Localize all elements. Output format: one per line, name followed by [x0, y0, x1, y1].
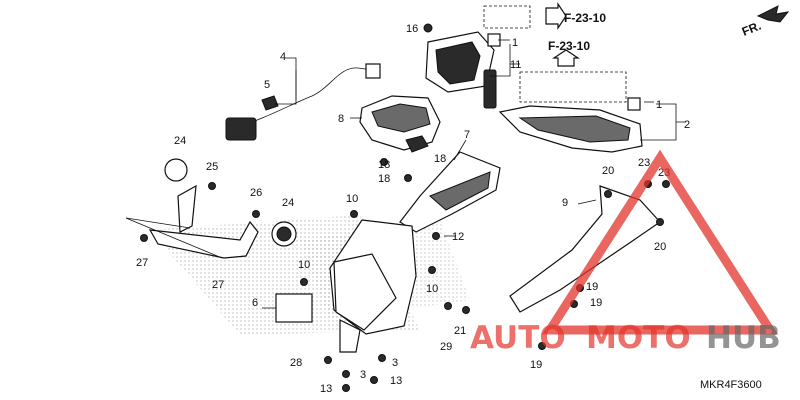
part-license-bracket	[275, 219, 417, 353]
watermark-text-auto: AUTO	[470, 320, 566, 356]
part-reflector-bracket	[148, 158, 297, 259]
callout-4: 4	[280, 51, 286, 63]
part-side-stay	[509, 185, 661, 313]
callout-12: 12	[452, 231, 464, 243]
part-tail-cover	[359, 95, 441, 153]
callout-8: 8	[338, 113, 344, 125]
callout-labels: 4 5 8 7 16 1 11 1 2 18 18 18 24 25 26 24…	[136, 23, 762, 395]
part-turn-signal-unit	[498, 97, 643, 153]
section-ref-lower: F-23-10	[548, 39, 590, 53]
callout-18-b: 18	[378, 159, 390, 171]
callout-25: 27	[212, 279, 224, 291]
front-direction-arrow-icon	[756, 5, 790, 23]
callout-1-right: 1	[656, 99, 662, 111]
callout-20-a: 20	[602, 165, 614, 177]
callout-27-top: 25	[206, 161, 218, 173]
callout-1-upper: 1	[512, 37, 518, 49]
callout-10-b: 10	[298, 259, 310, 271]
callout-2: 2	[684, 119, 690, 131]
callout-10-a: 10	[346, 193, 358, 205]
callout-13-b: 13	[390, 375, 402, 387]
watermark-triangle-icon	[541, 149, 779, 335]
callout-13-a: 13	[320, 383, 332, 395]
watermark-text-hub: HUB	[706, 320, 781, 356]
callout-7: 7	[464, 129, 470, 141]
callout-28: 28	[290, 357, 302, 369]
callout-11: 11	[510, 59, 521, 71]
callout-27-mid: 26	[250, 187, 262, 199]
callout-10-c: 10	[426, 283, 438, 295]
callout-24-mid: 24	[282, 197, 294, 209]
arrow-right-icon	[545, 2, 567, 30]
callout-19-bottom: 19	[530, 359, 542, 371]
section-ref-upper: F-23-10	[564, 11, 606, 25]
callout-3-a: 3	[392, 357, 398, 369]
part-taillight-unit	[425, 31, 501, 109]
callout-9: 9	[562, 197, 568, 209]
ref-box-upper	[483, 5, 531, 29]
callout-19-a: 19	[586, 281, 598, 293]
callout-3-b: 3	[360, 369, 366, 381]
callout-18-c: 18	[378, 173, 390, 185]
callout-5: 5	[264, 79, 270, 91]
diagram-code: MKR4F3600	[700, 379, 762, 391]
arrow-up-icon	[552, 49, 580, 67]
callout-23-a: 23	[638, 157, 650, 169]
callout-18-a: 18	[434, 153, 446, 165]
callout-6: 6	[252, 297, 258, 309]
watermark-text-moto: MOTO	[586, 320, 691, 356]
part-wire-harness	[225, 63, 381, 141]
callout-20-b: 20	[654, 241, 666, 253]
callout-19-b: 19	[590, 297, 602, 309]
callout-21: 21	[454, 325, 466, 337]
watermark-logo: AUTO MOTO HUB	[470, 149, 781, 356]
callout-16: 16	[406, 23, 418, 35]
part-rear-fender	[399, 151, 501, 233]
ref-box-right	[519, 71, 627, 103]
leader-lines	[125, 39, 686, 309]
callout-26: 27	[136, 257, 148, 269]
callout-24-top: 24	[174, 135, 186, 147]
front-direction-label: FR.	[740, 19, 763, 39]
callout-29: 29	[440, 341, 452, 353]
